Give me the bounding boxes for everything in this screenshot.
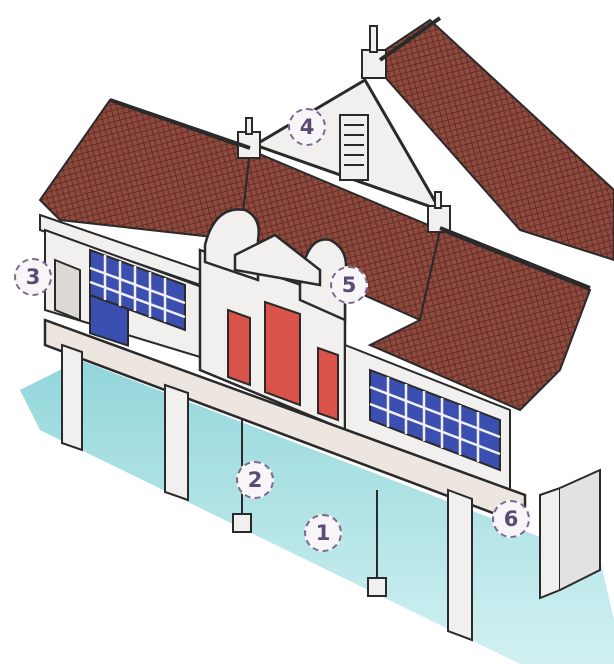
marker-5: 5 <box>330 266 368 304</box>
side-shutter <box>55 260 80 320</box>
column-3 <box>448 490 472 640</box>
marker-4: 4 <box>288 108 326 146</box>
column-2 <box>165 385 188 500</box>
marker-1: 1 <box>304 514 342 552</box>
column-1 <box>62 345 82 450</box>
column-4 <box>540 488 560 598</box>
finial-right <box>428 206 450 232</box>
marker-6: 6 <box>492 500 530 538</box>
post-base-2 <box>233 514 251 532</box>
marker-1-label: 1 <box>316 521 331 545</box>
marker-2-label: 2 <box>248 468 263 492</box>
red-panel-right <box>318 348 338 420</box>
finial-top <box>362 50 386 78</box>
marker-2: 2 <box>236 461 274 499</box>
marker-3: 3 <box>14 258 52 296</box>
marker-3-label: 3 <box>26 265 41 289</box>
red-panel-left <box>228 310 250 385</box>
marker-6-label: 6 <box>504 507 519 531</box>
marker-4-label: 4 <box>300 115 315 139</box>
post-base-1 <box>368 578 386 596</box>
marker-5-label: 5 <box>342 273 357 297</box>
red-panel-center <box>265 302 300 405</box>
